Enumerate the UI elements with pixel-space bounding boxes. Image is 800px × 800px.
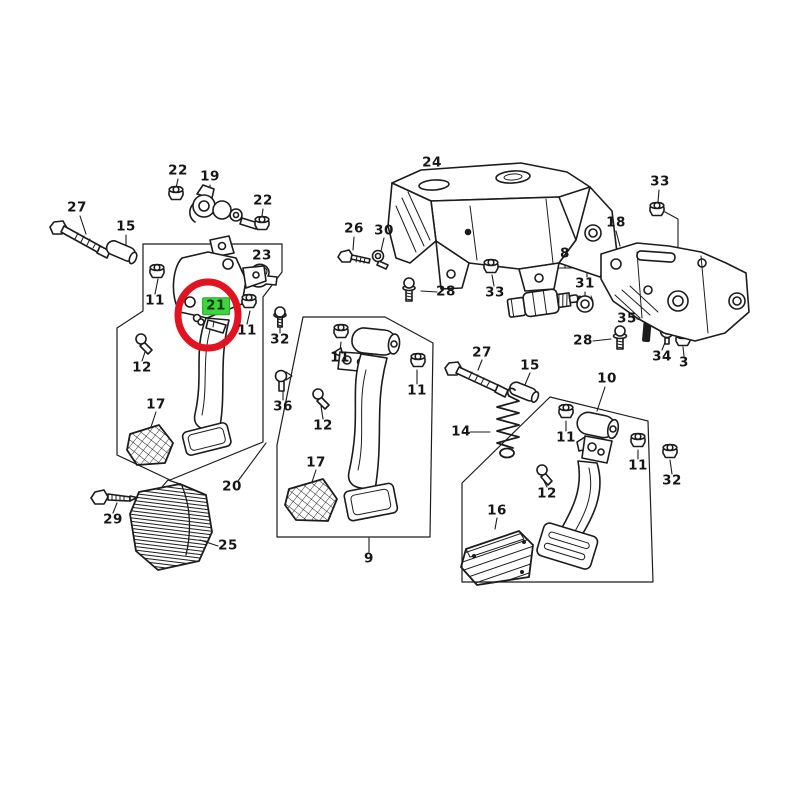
- sleeve-15-left: [105, 240, 138, 265]
- part-label-31[interactable]: 31: [575, 275, 595, 292]
- sleeve-15-right: [508, 381, 540, 404]
- pin-21-part: [205, 319, 227, 334]
- part-label-29[interactable]: 29: [103, 511, 123, 528]
- part-label-12[interactable]: 12: [537, 485, 557, 502]
- part-label-28[interactable]: 28: [573, 332, 593, 349]
- part-label-12[interactable]: 12: [132, 359, 152, 376]
- ring-nut-31: [576, 295, 594, 313]
- part-label-22[interactable]: 22: [253, 192, 273, 209]
- part-label-15[interactable]: 15: [520, 357, 540, 374]
- part-label-14[interactable]: 14: [451, 423, 471, 440]
- bolt-12-c: [536, 464, 553, 486]
- footrest-25: [129, 479, 213, 571]
- part-label-32[interactable]: 32: [270, 331, 290, 348]
- part-label-9[interactable]: 9: [364, 550, 374, 567]
- part-label-12[interactable]: 12: [313, 417, 333, 434]
- part-label-28[interactable]: 28: [436, 283, 456, 300]
- spring-14: [496, 387, 520, 459]
- part-label-20[interactable]: 20: [222, 478, 242, 495]
- highlight-circle: [174, 278, 242, 352]
- assembly-9-outline: [276, 316, 434, 538]
- part-label-19[interactable]: 19: [200, 168, 220, 185]
- pin-36: [274, 369, 293, 392]
- bolt-28-a: [402, 277, 416, 302]
- brake-pedal-10: [536, 411, 620, 570]
- part-label-33[interactable]: 33: [485, 284, 505, 301]
- part-label-11[interactable]: 11: [237, 322, 257, 339]
- bolt-12-a: [135, 333, 153, 355]
- part-label-32[interactable]: 32: [662, 472, 682, 489]
- part-label-27[interactable]: 27: [67, 199, 87, 216]
- pedal-pad-17-left: [126, 424, 174, 466]
- part-label-11[interactable]: 11: [628, 457, 648, 474]
- part-label-8[interactable]: 8: [560, 245, 570, 262]
- switch-19: [189, 184, 263, 230]
- bolt-27-right: [444, 361, 509, 398]
- bolt-12-b: [312, 388, 330, 410]
- brake-pedal-9: [332, 327, 401, 522]
- bracket-18: [600, 242, 750, 342]
- part-label-3[interactable]: 3: [679, 354, 689, 371]
- assembly-20-outline: [116, 243, 283, 481]
- part-label-22[interactable]: 22: [168, 162, 188, 179]
- part-label-34[interactable]: 34: [652, 348, 672, 365]
- part-label-15[interactable]: 15: [116, 218, 136, 235]
- part-label-11[interactable]: 11: [556, 429, 576, 446]
- part-label-30[interactable]: 30: [374, 222, 394, 239]
- part-label-18[interactable]: 18: [606, 214, 626, 231]
- part-label-27[interactable]: 27: [472, 344, 492, 361]
- part-label-24[interactable]: 24: [422, 154, 442, 171]
- pedal-pad-16: [460, 530, 534, 586]
- part-label-21[interactable]: 21: [202, 297, 230, 315]
- part-label-35[interactable]: 35: [617, 310, 637, 327]
- bolt-27-left: [49, 220, 111, 259]
- bolt-30: [371, 249, 389, 270]
- pedal-pad-17-mid: [284, 478, 338, 522]
- part-label-11[interactable]: 11: [330, 349, 350, 366]
- bolt-26: [337, 249, 371, 264]
- part-label-17[interactable]: 17: [306, 454, 326, 471]
- part-label-26[interactable]: 26: [344, 220, 364, 237]
- assembly-10-outline: [461, 396, 654, 583]
- part-label-10[interactable]: 10: [597, 370, 617, 387]
- part-label-11[interactable]: 11: [145, 292, 165, 309]
- part-label-33[interactable]: 33: [650, 173, 670, 190]
- part-label-16[interactable]: 16: [487, 502, 507, 519]
- part-label-11[interactable]: 11: [407, 382, 427, 399]
- switch-8: [506, 288, 583, 318]
- bolt-28-b: [612, 325, 628, 350]
- part-label-23[interactable]: 23: [252, 247, 272, 264]
- bolt-29: [90, 489, 138, 505]
- part-label-17[interactable]: 17: [146, 396, 166, 413]
- part-label-36[interactable]: 36: [273, 398, 293, 415]
- bracket-24: [387, 162, 618, 292]
- part-label-25[interactable]: 25: [218, 537, 238, 554]
